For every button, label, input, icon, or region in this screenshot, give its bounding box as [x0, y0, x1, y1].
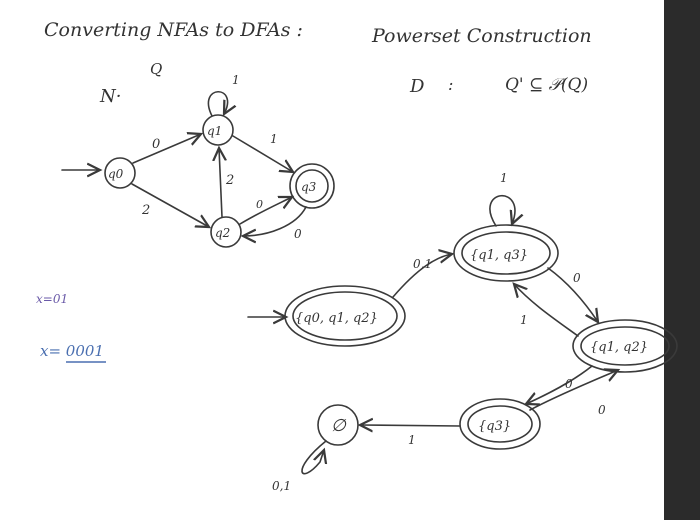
svg-text:0: 0 [294, 227, 302, 241]
svg-text:0,1: 0,1 [272, 479, 291, 493]
svg-text:2: 2 [141, 203, 150, 218]
nfa-state-q0: q0 [104, 157, 136, 189]
dfa-edge-q1q2-q3 [526, 365, 593, 404]
example-input-1: x=01 [36, 292, 68, 306]
dfa-name-label: D [409, 76, 425, 97]
nfa-loop-q1 [207, 91, 227, 117]
nfa-state-q3: q3 [289, 163, 335, 209]
svg-text:{q0, q1, q2}: {q0, q1, q2} [295, 311, 378, 326]
svg-text:0: 0 [598, 403, 606, 417]
dfa-state-q1q2: {q1, q2} [572, 319, 678, 373]
dfa-edge-q1q2-q1q3 [514, 284, 579, 337]
dfa-sep: : [448, 75, 453, 94]
svg-text:0,1: 0,1 [413, 257, 432, 271]
svg-text:0: 0 [256, 198, 263, 211]
dfa-edge-start-q1q3 [392, 254, 452, 298]
dfa-state-q3: {q3} [459, 398, 541, 450]
svg-text:q0: q0 [108, 167, 124, 181]
page-subtitle: Powerset Construction [371, 25, 592, 47]
dfa-loop-empty [301, 440, 326, 475]
svg-text:1: 1 [500, 171, 508, 185]
dfa-loop-q1q3 [489, 194, 515, 227]
dfa-state-q0q1q2: {q0, q1, q2} [284, 285, 406, 347]
dfa-states-def: Q' ⊆ 𝒫(Q) [505, 75, 588, 95]
nfa-states-label: Q [150, 60, 162, 78]
dfa-diagram: {q0, q1, q2} {q1, q3} {q1, q2} {q3} ∅ 0,… [247, 171, 678, 493]
svg-text:{q1, q2}: {q1, q2} [590, 340, 648, 355]
nfa-edge-q0-q1 [132, 134, 201, 164]
paper-sheet [0, 0, 664, 520]
svg-text:{q3}: {q3} [478, 419, 511, 434]
svg-text:∅: ∅ [331, 416, 347, 436]
nfa-name-label: N· [99, 86, 121, 107]
svg-text:q3: q3 [301, 180, 317, 194]
nfa-edge-q1-q3 [232, 135, 293, 172]
nfa-diagram: q0 q1 q2 q3 0 2 1 1 2 [61, 73, 335, 248]
nfa-edge-q0-q2 [131, 183, 209, 227]
svg-text:q1: q1 [207, 124, 222, 138]
svg-text:0: 0 [573, 271, 581, 285]
nfa-state-q1: q1 [202, 114, 234, 146]
nfa-edge-q2-q3 [239, 197, 292, 225]
svg-text:0: 0 [152, 137, 160, 152]
dfa-edge-q1q3-q1q2 [547, 267, 598, 322]
svg-text:1: 1 [408, 433, 416, 447]
dfa-edge-q3-q1q2 [529, 370, 618, 411]
svg-text:1: 1 [232, 73, 240, 87]
nfa-edge-q2-q1 [219, 148, 222, 218]
svg-text:q2: q2 [215, 226, 230, 240]
nfa-edge-q3-q2 [243, 206, 307, 236]
svg-text:1: 1 [270, 132, 278, 146]
dfa-edge-q3-empty [360, 425, 461, 426]
page-title: Converting NFAs to DFAs : [44, 19, 303, 41]
svg-text:0: 0 [565, 377, 573, 391]
svg-text:2: 2 [225, 173, 234, 188]
svg-text:{q1, q3}: {q1, q3} [470, 248, 528, 263]
example-input-2: x= 0001 [40, 342, 104, 360]
svg-text:1: 1 [520, 313, 528, 327]
